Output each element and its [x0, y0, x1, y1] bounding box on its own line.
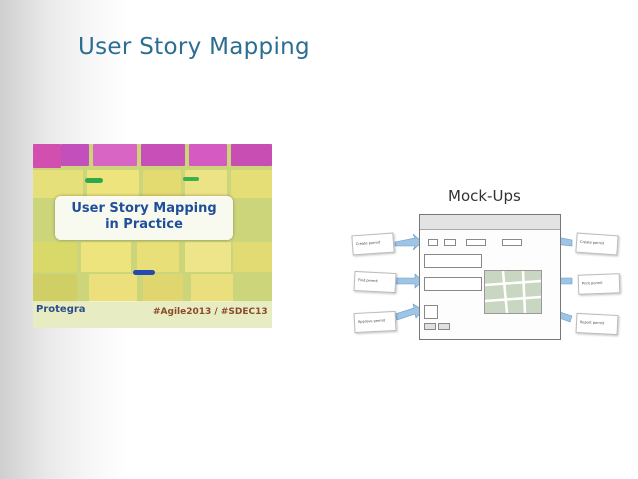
callout-line-1: User Story Mapping — [71, 201, 217, 216]
sticky-note — [61, 144, 89, 166]
sticky-note — [233, 242, 272, 272]
sticky-note — [189, 144, 227, 166]
field — [424, 277, 482, 291]
field — [444, 239, 456, 246]
photo-footer — [33, 301, 272, 328]
sticky-note — [143, 170, 181, 198]
card-right-2: Print permit — [577, 273, 621, 295]
sticky-note — [141, 144, 185, 166]
map-roads — [484, 270, 542, 314]
sticky-note — [191, 274, 233, 302]
window-titlebar — [420, 215, 560, 230]
field — [466, 239, 486, 246]
field — [428, 239, 438, 246]
field — [424, 254, 482, 268]
hashtags: #Agile2013 / #SDEC13 — [153, 307, 268, 317]
card-right-1: Create permit — [575, 232, 619, 256]
field — [502, 239, 522, 246]
sticky-note — [33, 144, 61, 168]
button — [438, 323, 450, 330]
sticky-note — [231, 170, 272, 198]
card-left-1: Create permit — [351, 232, 395, 256]
slide-title: User Story Mapping — [78, 34, 310, 60]
map-area — [484, 270, 542, 314]
sticky-note — [81, 242, 131, 272]
arrow-left-1 — [394, 233, 423, 251]
button — [424, 323, 436, 330]
sticky-note — [87, 170, 139, 198]
sticky-note — [137, 242, 179, 272]
sticky-note — [93, 144, 137, 166]
card-right-3: Report permit — [575, 312, 619, 336]
story-map-photo: User Story Mapping in Practice Protegra … — [33, 144, 272, 328]
blue-marker — [133, 270, 155, 275]
card-left-2: Find permit — [353, 270, 397, 294]
sticky-note — [143, 274, 183, 302]
field — [424, 305, 438, 319]
photo-callout: User Story Mapping in Practice — [55, 196, 233, 240]
sticky-note — [33, 274, 77, 302]
sticky-note — [89, 274, 137, 302]
callout-line-2: in Practice — [105, 217, 183, 232]
mockup-window — [419, 214, 561, 340]
green-marker — [183, 177, 199, 181]
card-left-3: Approve permit — [353, 310, 397, 334]
mockup-title: Mock-Ups — [448, 187, 521, 205]
sticky-note — [33, 242, 77, 272]
mockup-diagram: Mock-Ups Create permit Find permit Appro… — [340, 180, 630, 360]
sticky-note — [185, 242, 231, 272]
protegra-logo: Protegra — [36, 304, 86, 315]
sticky-note — [185, 170, 227, 198]
sticky-note — [231, 144, 272, 166]
green-marker — [85, 178, 103, 183]
sticky-note — [33, 170, 83, 198]
